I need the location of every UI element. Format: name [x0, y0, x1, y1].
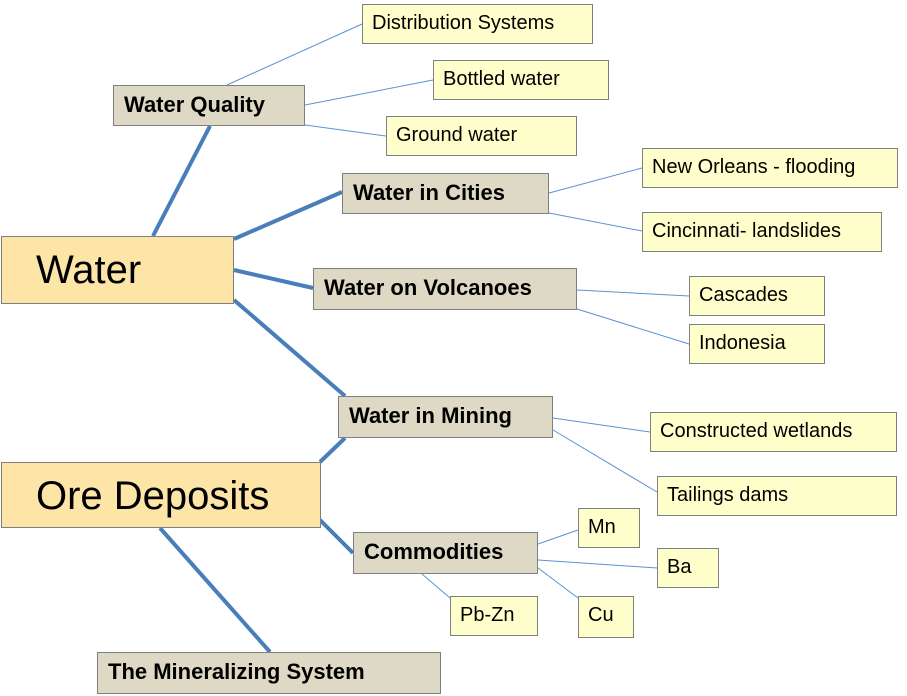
- link-water-quality: [151, 125, 212, 237]
- node-ba: Ba: [657, 548, 719, 588]
- node-water-on-volcanoes: Water on Volcanoes: [313, 268, 577, 310]
- node-new-orleans: New Orleans - flooding: [642, 148, 898, 188]
- node-indonesia: Indonesia: [689, 324, 825, 364]
- node-distribution-systems: Distribution Systems: [362, 4, 593, 44]
- link-tailings: [552, 429, 658, 493]
- link-indonesia: [576, 308, 690, 345]
- link-pbzn: [421, 573, 451, 599]
- node-ground-water: Ground water: [386, 116, 577, 156]
- node-cu: Cu: [578, 596, 634, 638]
- node-bottled-water: Bottled water: [433, 60, 609, 100]
- link-cascades: [576, 289, 690, 297]
- node-commodities: Commodities: [353, 532, 538, 574]
- link-water-volcanoes: [233, 268, 314, 290]
- node-water-in-cities: Water in Cities: [342, 173, 549, 214]
- link-water-cities: [233, 190, 343, 241]
- link-cincinnati: [548, 212, 643, 232]
- link-mn: [537, 529, 579, 545]
- link-bottled: [304, 79, 434, 106]
- link-distribution: [226, 23, 363, 86]
- link-ore-commodities: [318, 518, 355, 555]
- link-ore-mineralizing: [158, 526, 272, 654]
- node-cincinnati: Cincinnati- landslides: [642, 212, 882, 252]
- link-ba: [537, 559, 658, 569]
- node-water: Water: [1, 236, 234, 304]
- node-ore-deposits: Ore Deposits: [1, 462, 321, 528]
- node-mn: Mn: [578, 508, 640, 548]
- node-tailings-dams: Tailings dams: [657, 476, 897, 516]
- node-constructed-wetlands: Constructed wetlands: [650, 412, 897, 452]
- link-water-mining: [232, 298, 347, 398]
- node-mineralizing-system: The Mineralizing System: [97, 652, 441, 694]
- node-water-in-mining: Water in Mining: [338, 396, 553, 438]
- link-ground: [304, 124, 387, 137]
- node-pb-zn: Pb-Zn: [450, 596, 538, 636]
- node-cascades: Cascades: [689, 276, 825, 316]
- link-wetlands: [552, 417, 651, 433]
- link-new-orleans: [548, 167, 643, 194]
- link-cu: [537, 567, 579, 599]
- link-ore-mining: [318, 436, 347, 464]
- node-water-quality: Water Quality: [113, 85, 305, 126]
